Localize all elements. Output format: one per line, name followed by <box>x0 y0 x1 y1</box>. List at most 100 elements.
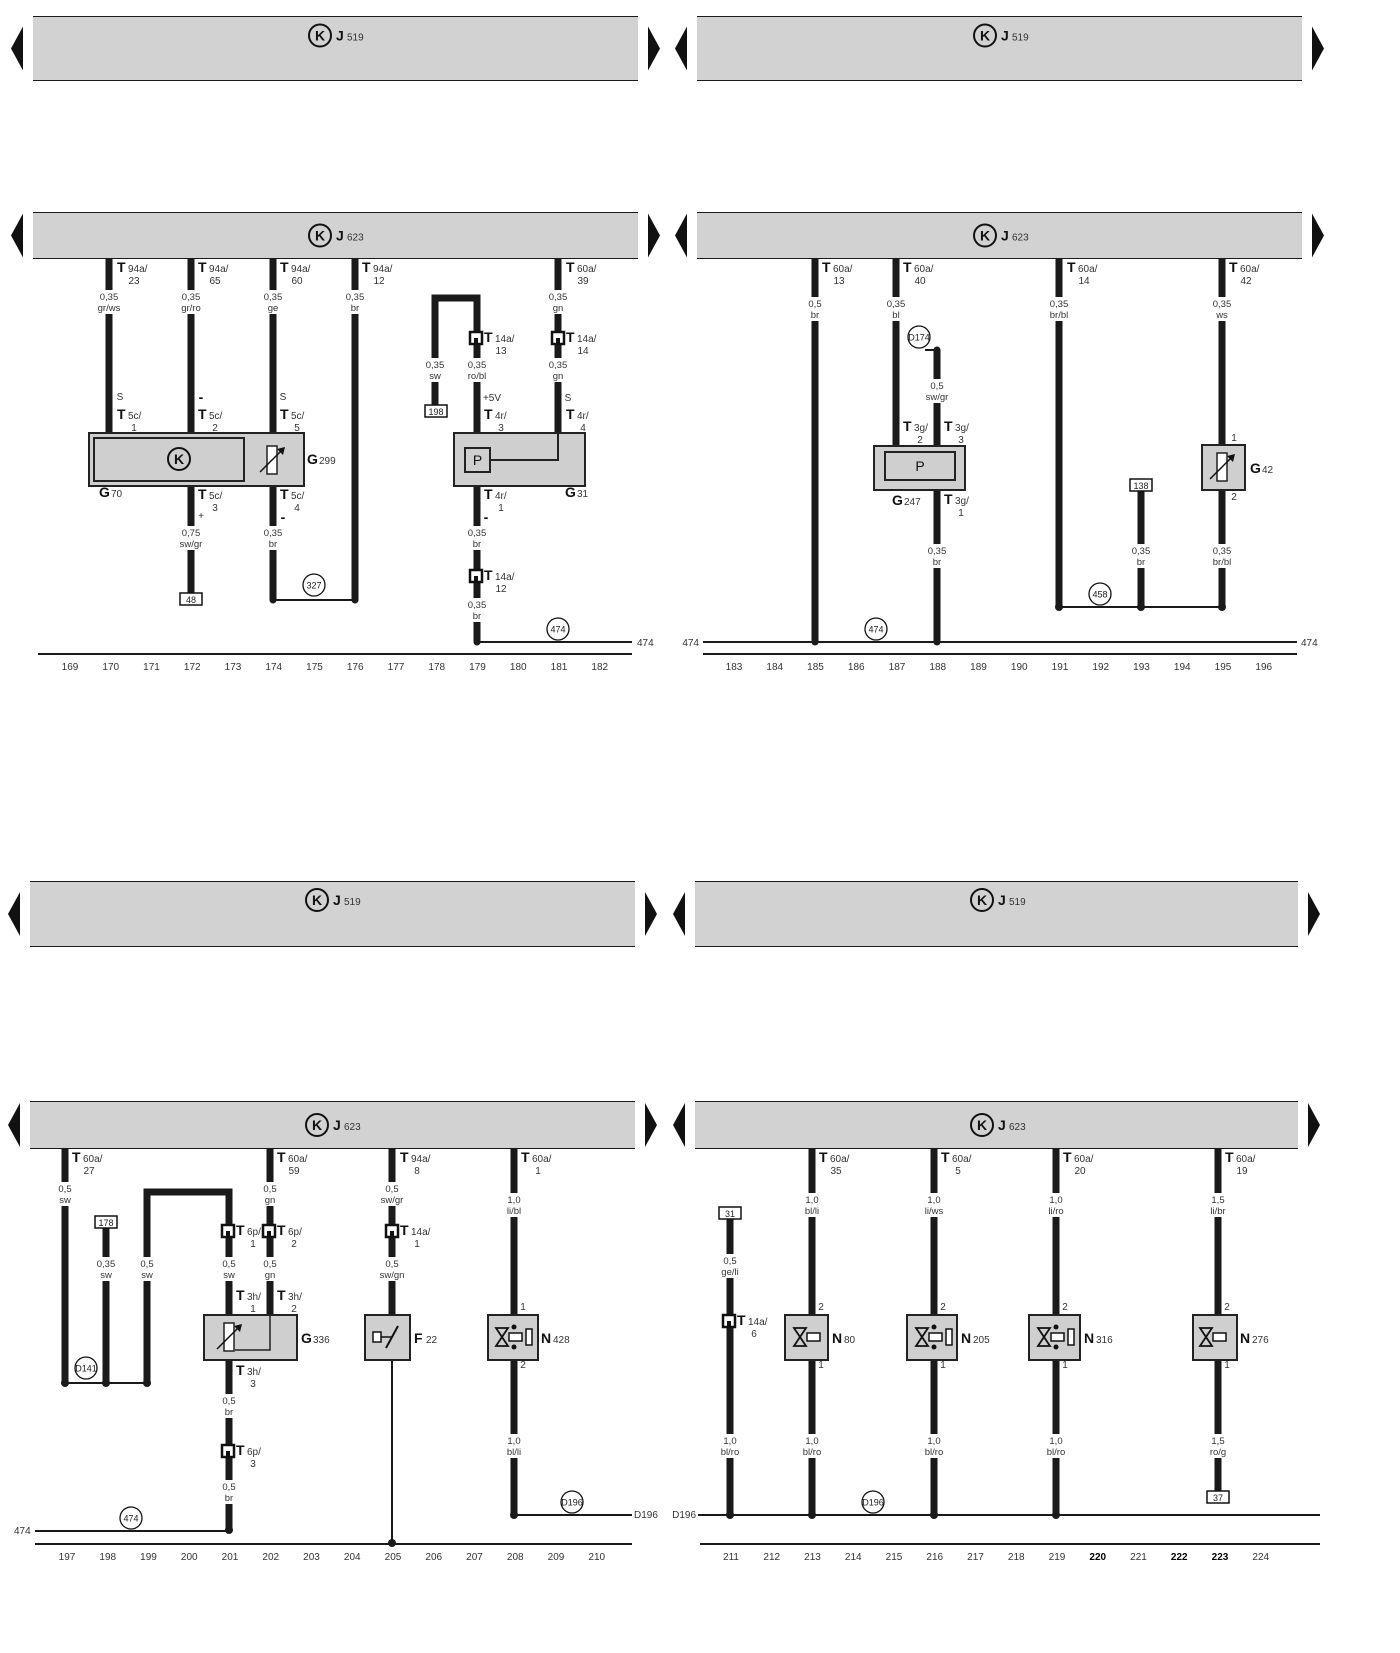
wire-color: li/bl <box>507 1206 521 1217</box>
wire-color: gn <box>553 371 564 382</box>
connector-letter: T <box>566 259 575 275</box>
ecu-k-icon: K <box>305 888 329 912</box>
ecu-k-icon: K <box>305 1113 329 1137</box>
k-circle <box>973 223 997 248</box>
column-number: 207 <box>466 1552 483 1563</box>
column-number: 194 <box>1174 662 1191 673</box>
wire-gauge: 0,5 <box>808 299 821 310</box>
wire-gauge: 1,0 <box>927 1195 940 1206</box>
page-next-arrow-icon <box>645 1103 657 1147</box>
ground-label: D196 <box>672 1510 696 1521</box>
column-number: 187 <box>889 662 906 673</box>
column-number: 176 <box>347 662 364 673</box>
connector-letter: T <box>737 1312 746 1328</box>
housing-slot <box>727 1321 731 1327</box>
connector-pin: 2 <box>291 1239 297 1250</box>
housing-slot <box>226 1231 230 1237</box>
column-number: 183 <box>726 662 743 673</box>
connector-pin: 1 <box>958 508 964 519</box>
connector-letter: T <box>819 1149 828 1165</box>
column-number: 174 <box>265 662 282 673</box>
wire-color: br <box>225 1493 233 1504</box>
wire-gauge: 1,0 <box>1049 1195 1062 1206</box>
connector-id: 60a/ <box>288 1154 308 1165</box>
j519-number: 519 <box>1012 33 1029 44</box>
reference-circle <box>119 1506 143 1530</box>
j623-letter: J <box>333 1117 341 1133</box>
solenoid-coil-icon <box>806 1332 821 1342</box>
wire-color: sw/gn <box>380 1270 405 1281</box>
wire-label-bg <box>253 1182 287 1206</box>
solenoid-coil-icon <box>508 1332 523 1342</box>
connector-letter: T <box>944 491 953 507</box>
reference-circle <box>560 1490 584 1514</box>
signal-label: + <box>198 511 204 522</box>
k-circle <box>970 888 994 912</box>
column-number: 197 <box>59 1552 76 1563</box>
column-number: 196 <box>1255 662 1272 673</box>
diode-resistor-icon <box>1067 1328 1075 1346</box>
housing-slot <box>556 338 560 344</box>
connector-pin: 40 <box>914 276 926 287</box>
signal-label: S <box>117 392 124 403</box>
reference-circle-label: D174 <box>908 333 930 343</box>
pin-number: 2 <box>940 1302 946 1313</box>
wire-gauge: 0,5 <box>140 1259 153 1270</box>
column-number: 170 <box>102 662 119 673</box>
wire-gauge: 0,5 <box>222 1259 235 1270</box>
wire-label-bg <box>713 1434 747 1458</box>
connector-letter: T <box>236 1442 245 1458</box>
j519-number: 519 <box>344 897 361 908</box>
connector-letter: T <box>198 406 207 422</box>
connector-letter: T <box>280 486 289 502</box>
connector-pin: 2 <box>917 435 923 446</box>
wire-gauge: 0,5 <box>263 1184 276 1195</box>
j519-number: 519 <box>1009 897 1026 908</box>
connector-housing-icon <box>261 1223 277 1239</box>
j519-number: 519 <box>347 33 364 44</box>
connector-letter: T <box>484 329 493 345</box>
connector-pin: 1 <box>250 1239 256 1250</box>
connector-letter: T <box>400 1149 409 1165</box>
connector-id: 4r/ <box>495 411 507 422</box>
wire-label-bg <box>48 1182 82 1206</box>
k-symbol: K <box>980 28 990 44</box>
signal-label: +5V <box>483 393 501 404</box>
pin-number: 1 <box>1231 433 1237 444</box>
column-number: 198 <box>99 1552 116 1563</box>
node-dot <box>511 1344 517 1350</box>
reference-box <box>94 1215 118 1229</box>
wire-label-bg <box>1201 1193 1235 1217</box>
ecu-k-icon: K <box>167 447 191 471</box>
column-number: 173 <box>225 662 242 673</box>
arrow-head-icon <box>1227 454 1235 462</box>
housing-slot <box>226 1451 230 1457</box>
page-next-arrow-icon <box>645 892 657 936</box>
connector-id: 5c/ <box>209 491 223 502</box>
wire-label-bg <box>212 1394 246 1418</box>
wire-gauge: 0,35 <box>264 292 283 303</box>
connector-letter: T <box>521 1149 530 1165</box>
junction-dot <box>510 1511 518 1519</box>
connector-pin: 1 <box>535 1166 541 1177</box>
wire-color: br <box>473 539 481 550</box>
connector-pin: 1 <box>498 503 504 514</box>
column-number: 204 <box>344 1552 361 1563</box>
j623-bar <box>33 213 638 258</box>
page-prev-arrow-icon <box>8 1103 20 1147</box>
j519-bar <box>697 17 1302 80</box>
reference-circle-label: D196 <box>862 1498 884 1508</box>
wire-gauge: 1,5 <box>1211 1195 1224 1206</box>
wire-label-bg <box>879 297 913 321</box>
reference-circle <box>546 617 570 641</box>
wire-label-bg <box>713 1254 747 1278</box>
page-prev-arrow-icon <box>8 892 20 936</box>
wire-label-bg <box>1039 1193 1073 1217</box>
column-number: 206 <box>425 1552 442 1563</box>
connector-pin: 27 <box>83 1166 95 1177</box>
node-dot <box>511 1324 517 1330</box>
wire-gauge: 1,0 <box>723 1436 736 1447</box>
component-number: 31 <box>577 489 589 500</box>
connector-housing-icon <box>220 1443 236 1459</box>
